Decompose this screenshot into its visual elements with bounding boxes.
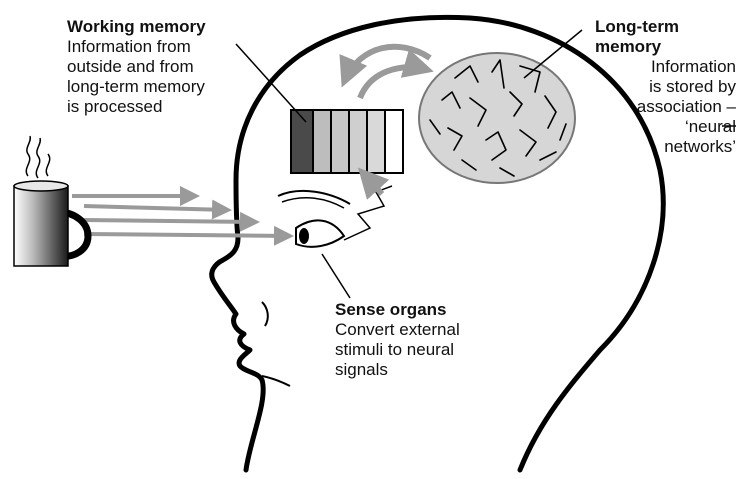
working-memory-buffer xyxy=(291,110,403,173)
long-term-memory-label: Long-term memory Information is stored b… xyxy=(586,17,736,157)
neural-signal-zigzag-arrow xyxy=(344,186,392,240)
long-term-memory-ellipse xyxy=(419,53,575,183)
coffee-mug-icon xyxy=(14,181,88,266)
long-term-memory-description: Information is stored by association – ‘… xyxy=(586,57,736,157)
working-memory-label: Working memory Information from outside … xyxy=(67,17,307,117)
ear-icon xyxy=(262,302,268,326)
arrow-longterm-to-working xyxy=(344,47,430,82)
sense-organs-description: Convert external stimuli to neural signa… xyxy=(335,320,555,380)
working-memory-description: Information from outside and from long-t… xyxy=(67,37,307,117)
working-memory-title: Working memory xyxy=(67,17,307,37)
sense-organs-label: Sense organs Convert external stimuli to… xyxy=(335,300,555,380)
steam-icon xyxy=(26,136,49,178)
long-term-memory-title: Long-term memory xyxy=(586,17,736,57)
sense-organs-title: Sense organs xyxy=(335,300,555,320)
stimulus-arrows xyxy=(72,196,290,236)
eye-icon xyxy=(296,220,344,246)
arrow-working-to-longterm xyxy=(360,67,428,98)
neural-signal-arrow xyxy=(362,172,382,194)
mouth-line xyxy=(262,376,290,386)
